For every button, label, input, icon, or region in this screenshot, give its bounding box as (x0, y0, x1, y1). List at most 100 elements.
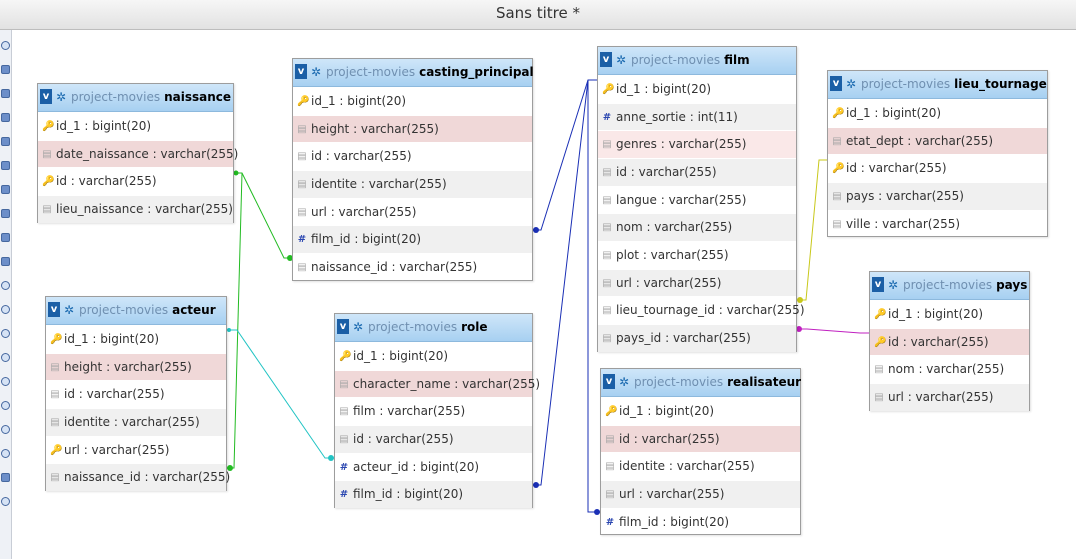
table-row[interactable]: 🔑id_1 : bigint(20) (335, 342, 532, 370)
toggle-columns-button[interactable]: v (295, 64, 307, 79)
table-row[interactable]: ▤id : varchar(255) (601, 424, 800, 453)
table-row[interactable]: 🔑id : varchar(255) (828, 154, 1047, 182)
toggle-columns-button[interactable]: v (337, 319, 349, 334)
table-row[interactable]: 🔑id_1 : bigint(20) (828, 99, 1047, 127)
toggle-columns-button[interactable]: v (600, 52, 612, 67)
table-row[interactable]: 🔑url : varchar(255) (46, 435, 226, 464)
plus-icon[interactable] (1, 377, 10, 386)
table-row[interactable]: ▤film : varchar(255) (335, 397, 532, 425)
export-icon[interactable] (1, 425, 10, 434)
table-row[interactable]: ▤genres : varchar(255) (598, 130, 796, 158)
toggle-columns-button[interactable]: v (603, 374, 615, 389)
gear-icon[interactable]: ✲ (616, 53, 627, 67)
relation-icon[interactable] (1, 257, 10, 266)
table-row[interactable]: ▤id : varchar(255) (293, 142, 532, 170)
table-row[interactable]: ▤id : varchar(255) (335, 424, 532, 453)
table-row[interactable]: #film_id : bigint(20) (293, 225, 532, 253)
table-row[interactable]: 🔑id_1 : bigint(20) (38, 112, 233, 140)
toggle-columns-button[interactable]: v (830, 76, 842, 91)
table-row[interactable]: #film_id : bigint(20) (335, 480, 532, 508)
toggle-columns-button[interactable]: v (872, 277, 884, 292)
gear-icon[interactable]: ✲ (64, 303, 75, 317)
table-row[interactable]: ▤identite : varchar(255) (293, 169, 532, 198)
table-row[interactable]: ▤ville : varchar(255) (828, 209, 1047, 238)
info-icon[interactable] (1, 329, 10, 338)
table-row[interactable]: 🔑id_1 : bigint(20) (601, 397, 800, 425)
gear-icon[interactable]: ✲ (888, 278, 899, 292)
table-row[interactable]: ▤url : varchar(255) (870, 382, 1029, 411)
table-row[interactable]: 🔑id_1 : bigint(20) (870, 300, 1029, 328)
table-row[interactable]: #anne_sortie : int(11) (598, 102, 796, 131)
table-row[interactable]: ▤naissance_id : varchar(255) (293, 252, 532, 281)
table-row[interactable]: ▤langue : varchar(255) (598, 185, 796, 214)
table-row[interactable]: ▤id : varchar(255) (598, 157, 796, 186)
user-icon[interactable] (1, 473, 10, 482)
add-table-icon[interactable] (1, 89, 10, 98)
table-row[interactable]: 🔑id : varchar(255) (38, 167, 233, 195)
table-row[interactable]: ▤height : varchar(255) (293, 114, 532, 143)
table-row[interactable]: ▤plot : varchar(255) (598, 240, 796, 269)
list-icon[interactable] (1, 233, 10, 242)
table-row[interactable]: ▤url : varchar(255) (601, 479, 800, 508)
table-row[interactable]: 🔑id : varchar(255) (870, 327, 1029, 356)
toggle-icon[interactable] (1, 305, 10, 314)
gear-icon[interactable]: ✲ (56, 90, 67, 104)
table-row[interactable]: ▤url : varchar(255) (293, 197, 532, 226)
table-row[interactable]: #acteur_id : bigint(20) (335, 452, 532, 481)
edit-icon[interactable] (1, 137, 10, 146)
table-row[interactable]: ▤nom : varchar(255) (598, 213, 796, 241)
table-row[interactable]: ▤pays : varchar(255) (828, 181, 1047, 210)
toggle-columns-button[interactable]: v (40, 89, 52, 104)
table-row[interactable]: #film_id : bigint(20) (601, 507, 800, 536)
table-row[interactable]: 🔑id_1 : bigint(20) (598, 75, 796, 103)
relation-acteur-role (227, 328, 334, 461)
table-row[interactable]: ▤character_name : varchar(255) (335, 369, 540, 398)
help-icon[interactable] (1, 401, 10, 410)
table-row[interactable]: ▤nom : varchar(255) (870, 355, 1029, 383)
save-icon[interactable] (1, 161, 10, 170)
table-row[interactable]: 🔑id_1 : bigint(20) (46, 325, 226, 353)
toggle-columns-button[interactable]: v (48, 302, 60, 317)
gear-icon[interactable]: ✲ (353, 320, 364, 334)
table-row[interactable]: ▤identite : varchar(255) (601, 452, 800, 480)
expand-icon[interactable] (1, 65, 10, 74)
zoom-icon[interactable] (1, 41, 10, 50)
import-icon[interactable] (1, 449, 10, 458)
settings-icon[interactable] (1, 497, 10, 506)
table-row[interactable]: ▤lieu_naissance : varchar(255) (38, 194, 233, 223)
arrow-icon[interactable] (1, 353, 10, 362)
table-row[interactable]: 🔑id_1 : bigint(20) (293, 87, 532, 115)
table-row[interactable]: ▤height : varchar(255) (46, 352, 226, 381)
table-row[interactable]: ▤url : varchar(255) (598, 268, 796, 297)
table-row[interactable]: ▤pays_id : varchar(255) (598, 323, 796, 352)
table-row[interactable]: ▤date_naissance : varchar(255) (38, 139, 238, 168)
gear-icon[interactable]: ✲ (311, 65, 322, 79)
table-row[interactable]: ▤lieu_tournage_id : varchar(255) (598, 296, 805, 324)
refresh-icon[interactable] (1, 281, 10, 290)
search-icon[interactable] (1, 113, 10, 122)
gear-icon[interactable]: ✲ (846, 77, 857, 91)
table-row[interactable]: ▤identite : varchar(255) (46, 407, 226, 436)
table-row[interactable]: ▤naissance_id : varchar(255) (46, 463, 230, 491)
delete-icon[interactable] (1, 209, 10, 218)
table-row[interactable]: ▤id : varchar(255) (46, 380, 226, 408)
table-row[interactable]: ▤etat_dept : varchar(255) (828, 126, 1047, 155)
save-as-icon[interactable] (1, 185, 10, 194)
gear-icon[interactable]: ✲ (619, 375, 630, 389)
